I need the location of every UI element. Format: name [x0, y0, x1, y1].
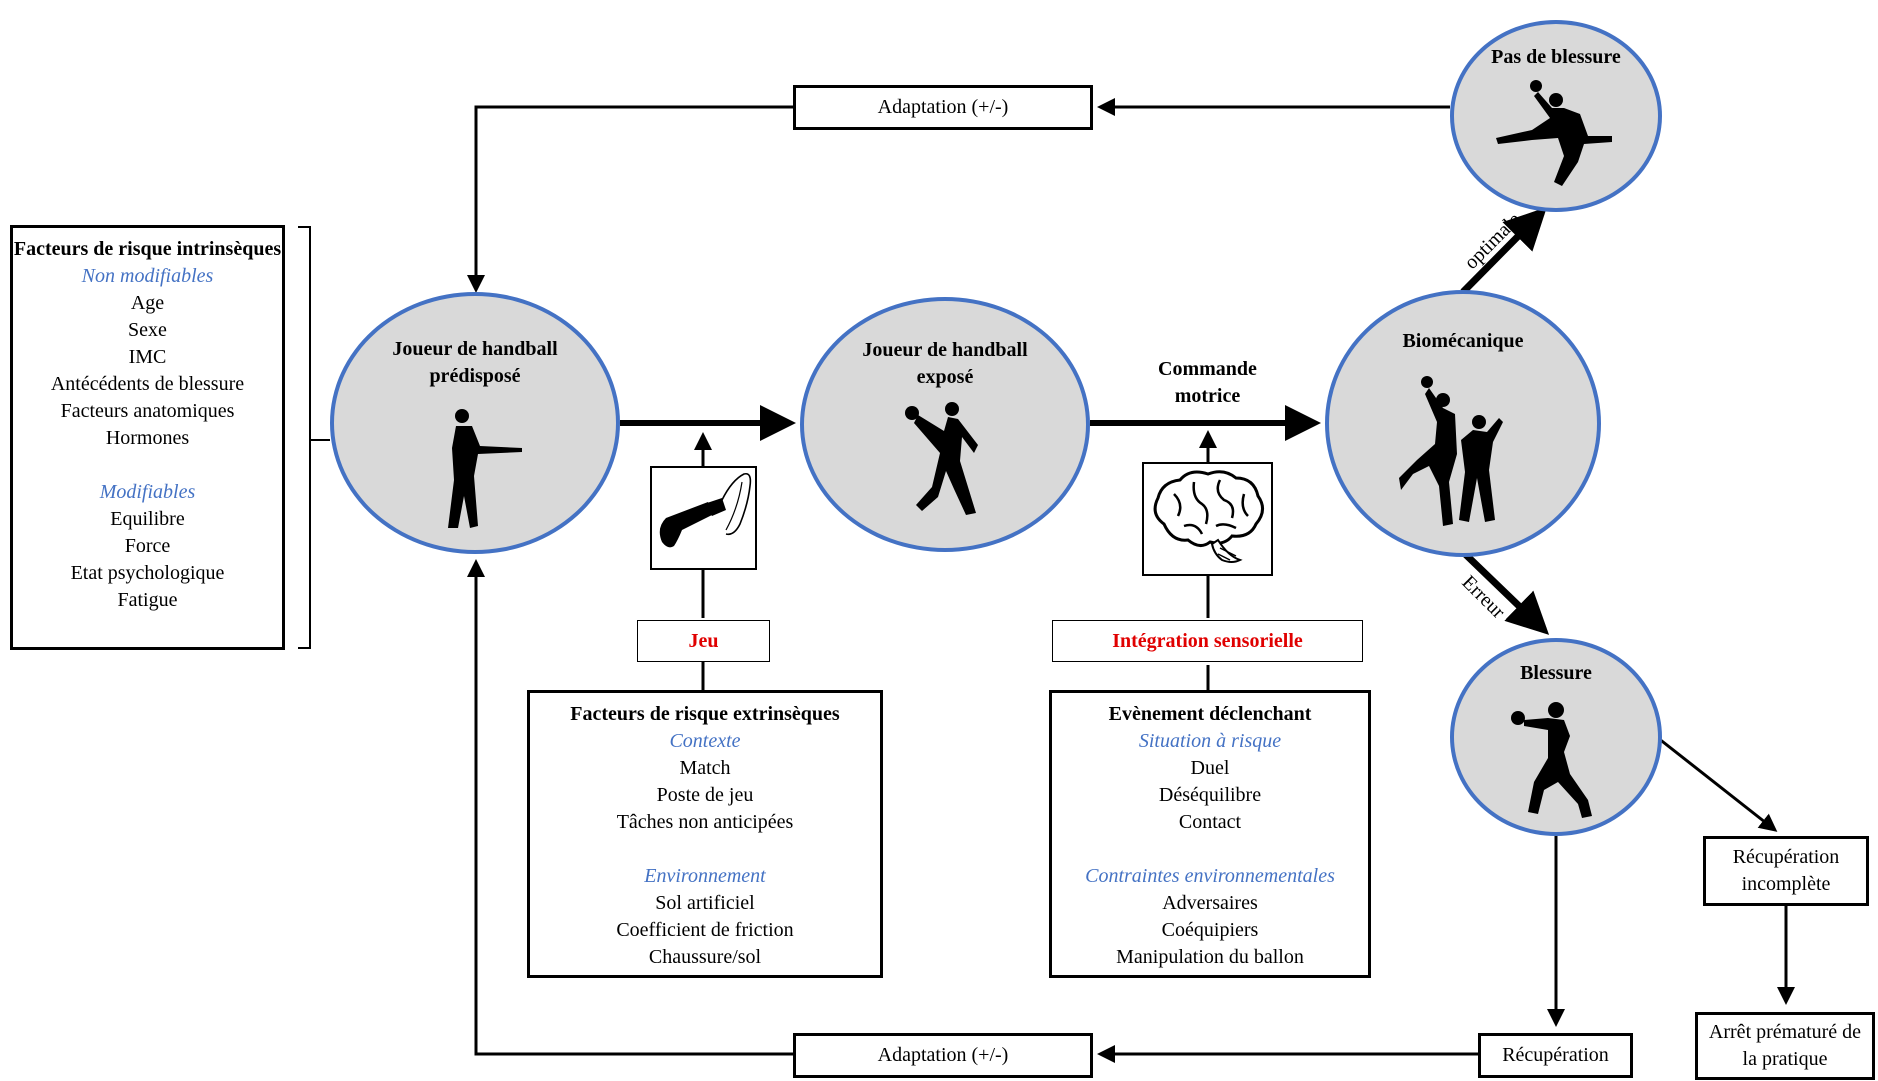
intrinsic-item: Hormones: [105, 427, 190, 449]
trigger-item: Duel: [1190, 757, 1230, 779]
intrinsic-factors-box: Facteurs de risque intrinsèques Non modi…: [10, 225, 285, 650]
intrinsic-item: Age: [130, 292, 165, 314]
extrinsic-item: Coefficient de friction: [616, 919, 794, 941]
intrinsic-item: Fatigue: [117, 589, 178, 611]
recovery-box: Récupération: [1478, 1033, 1633, 1078]
whistle-icon-box: [650, 466, 757, 570]
extrinsic-item: Sol artificiel: [655, 892, 755, 914]
extrinsic-item: Match: [679, 757, 731, 779]
adaptation-bottom-box: Adaptation (+/-): [793, 1033, 1093, 1078]
node-no-injury: Pas de blessure: [1450, 20, 1662, 212]
node-biomechanics-title: Biomécanique: [1402, 330, 1524, 352]
intrinsic-item: Facteurs anatomiques: [60, 400, 235, 422]
player-silhouette-icon: [448, 409, 522, 528]
environment-label: Environnement: [644, 865, 766, 887]
trigger-item: Contact: [1178, 811, 1242, 833]
trigger-title: Evènement déclenchant: [1108, 703, 1312, 725]
brain-icon: [1153, 470, 1264, 563]
sensory-integration-label: Intégration sensorielle: [1052, 620, 1363, 662]
trigger-item: Adversaires: [1162, 892, 1258, 914]
non-modifiable-label: Non modifiables: [81, 265, 214, 287]
player-silhouette-icon: [905, 402, 978, 515]
node-no-injury-title: Pas de blessure: [1491, 46, 1621, 68]
motor-command-label: Commande motrice: [1158, 358, 1257, 407]
intrinsic-item: Antécédents de blessure: [50, 373, 245, 395]
extrinsic-item: Chaussure/sol: [648, 946, 762, 968]
context-label: Contexte: [669, 730, 741, 752]
node-injury-title: Blessure: [1520, 662, 1592, 684]
intrinsic-item: IMC: [128, 346, 167, 368]
intrinsic-title: Facteurs de risque intrinsèques: [13, 238, 282, 260]
whistle-icon: [659, 472, 752, 548]
extrinsic-factors-box: Facteurs de risque extrinsèques Contexte…: [527, 690, 883, 978]
intrinsic-item: Force: [124, 535, 171, 557]
intrinsic-item: Etat psychologique: [70, 562, 225, 584]
brain-icon-box: [1142, 462, 1273, 576]
trigger-item: Déséquilibre: [1158, 784, 1262, 806]
trigger-item: Coéquipiers: [1161, 919, 1259, 941]
early-stop-box: Arrêt prématuré de la pratique: [1695, 1012, 1875, 1080]
node-exposed-player: Joueur de handball exposé: [800, 297, 1090, 552]
node-predisposed-title: Joueur de handball prédisposé: [392, 338, 558, 387]
node-predisposed-player: Joueur de handball prédisposé: [330, 292, 620, 554]
constraints-label: Contraintes environnementales: [1085, 865, 1335, 887]
adaptation-top-box: Adaptation (+/-): [793, 85, 1093, 130]
extrinsic-title: Facteurs de risque extrinsèques: [570, 703, 840, 725]
game-label: Jeu: [637, 620, 770, 662]
modifiable-label: Modifiables: [99, 481, 196, 503]
intrinsic-item: Equilibre: [110, 508, 185, 530]
intrinsic-item: Sexe: [128, 319, 167, 341]
incomplete-recovery-box: Récupération incomplète: [1703, 836, 1869, 906]
injured-player-silhouette-icon: [1511, 702, 1592, 818]
node-injury: Blessure: [1450, 638, 1662, 836]
node-exposed-title: Joueur de handball exposé: [862, 339, 1028, 388]
trigger-item: Manipulation du ballon: [1116, 946, 1304, 968]
extrinsic-item: Poste de jeu: [656, 784, 754, 806]
situation-label: Situation à risque: [1138, 730, 1282, 752]
node-biomechanics: Biomécanique: [1325, 290, 1601, 557]
extrinsic-item: Tâches non anticipées: [616, 811, 794, 833]
players-duel-silhouette-icon: [1399, 376, 1503, 526]
jumping-player-silhouette-icon: [1496, 80, 1612, 186]
trigger-event-box: Evènement déclenchant Situation à risque…: [1049, 690, 1371, 978]
